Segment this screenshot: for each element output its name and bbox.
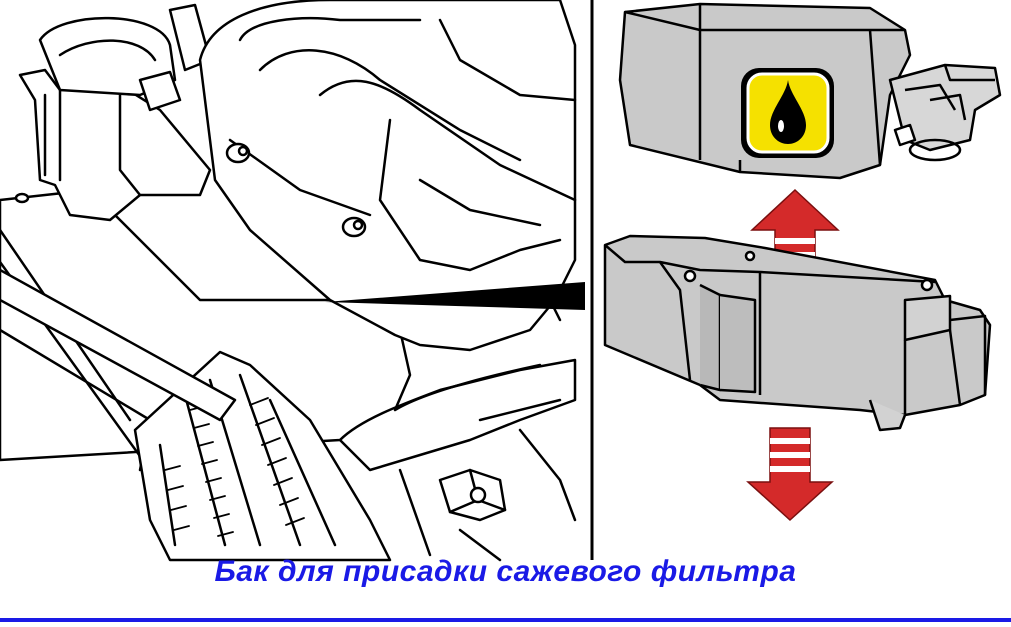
- left-panel-car-underside: [0, 0, 577, 562]
- oil-drop-icon: [741, 68, 834, 158]
- top-fitting: [38, 16, 177, 97]
- caption-title: Бак для присадки сажевого фильтра: [214, 555, 797, 588]
- bolt-lower: [341, 216, 367, 238]
- central-support: [198, 0, 577, 352]
- connector-plug: [138, 70, 182, 112]
- bolt-upper: [225, 142, 251, 164]
- caption-underline: [0, 618, 1011, 622]
- tank-tray: [603, 234, 992, 432]
- tank-connector: [888, 63, 1002, 152]
- mounting-nut: [438, 468, 507, 522]
- arrow-down-icon: [746, 427, 834, 522]
- pointer-wedge: [325, 282, 585, 310]
- wheel-arch-strip: [0, 268, 237, 422]
- left-bracket-hole: [14, 192, 30, 204]
